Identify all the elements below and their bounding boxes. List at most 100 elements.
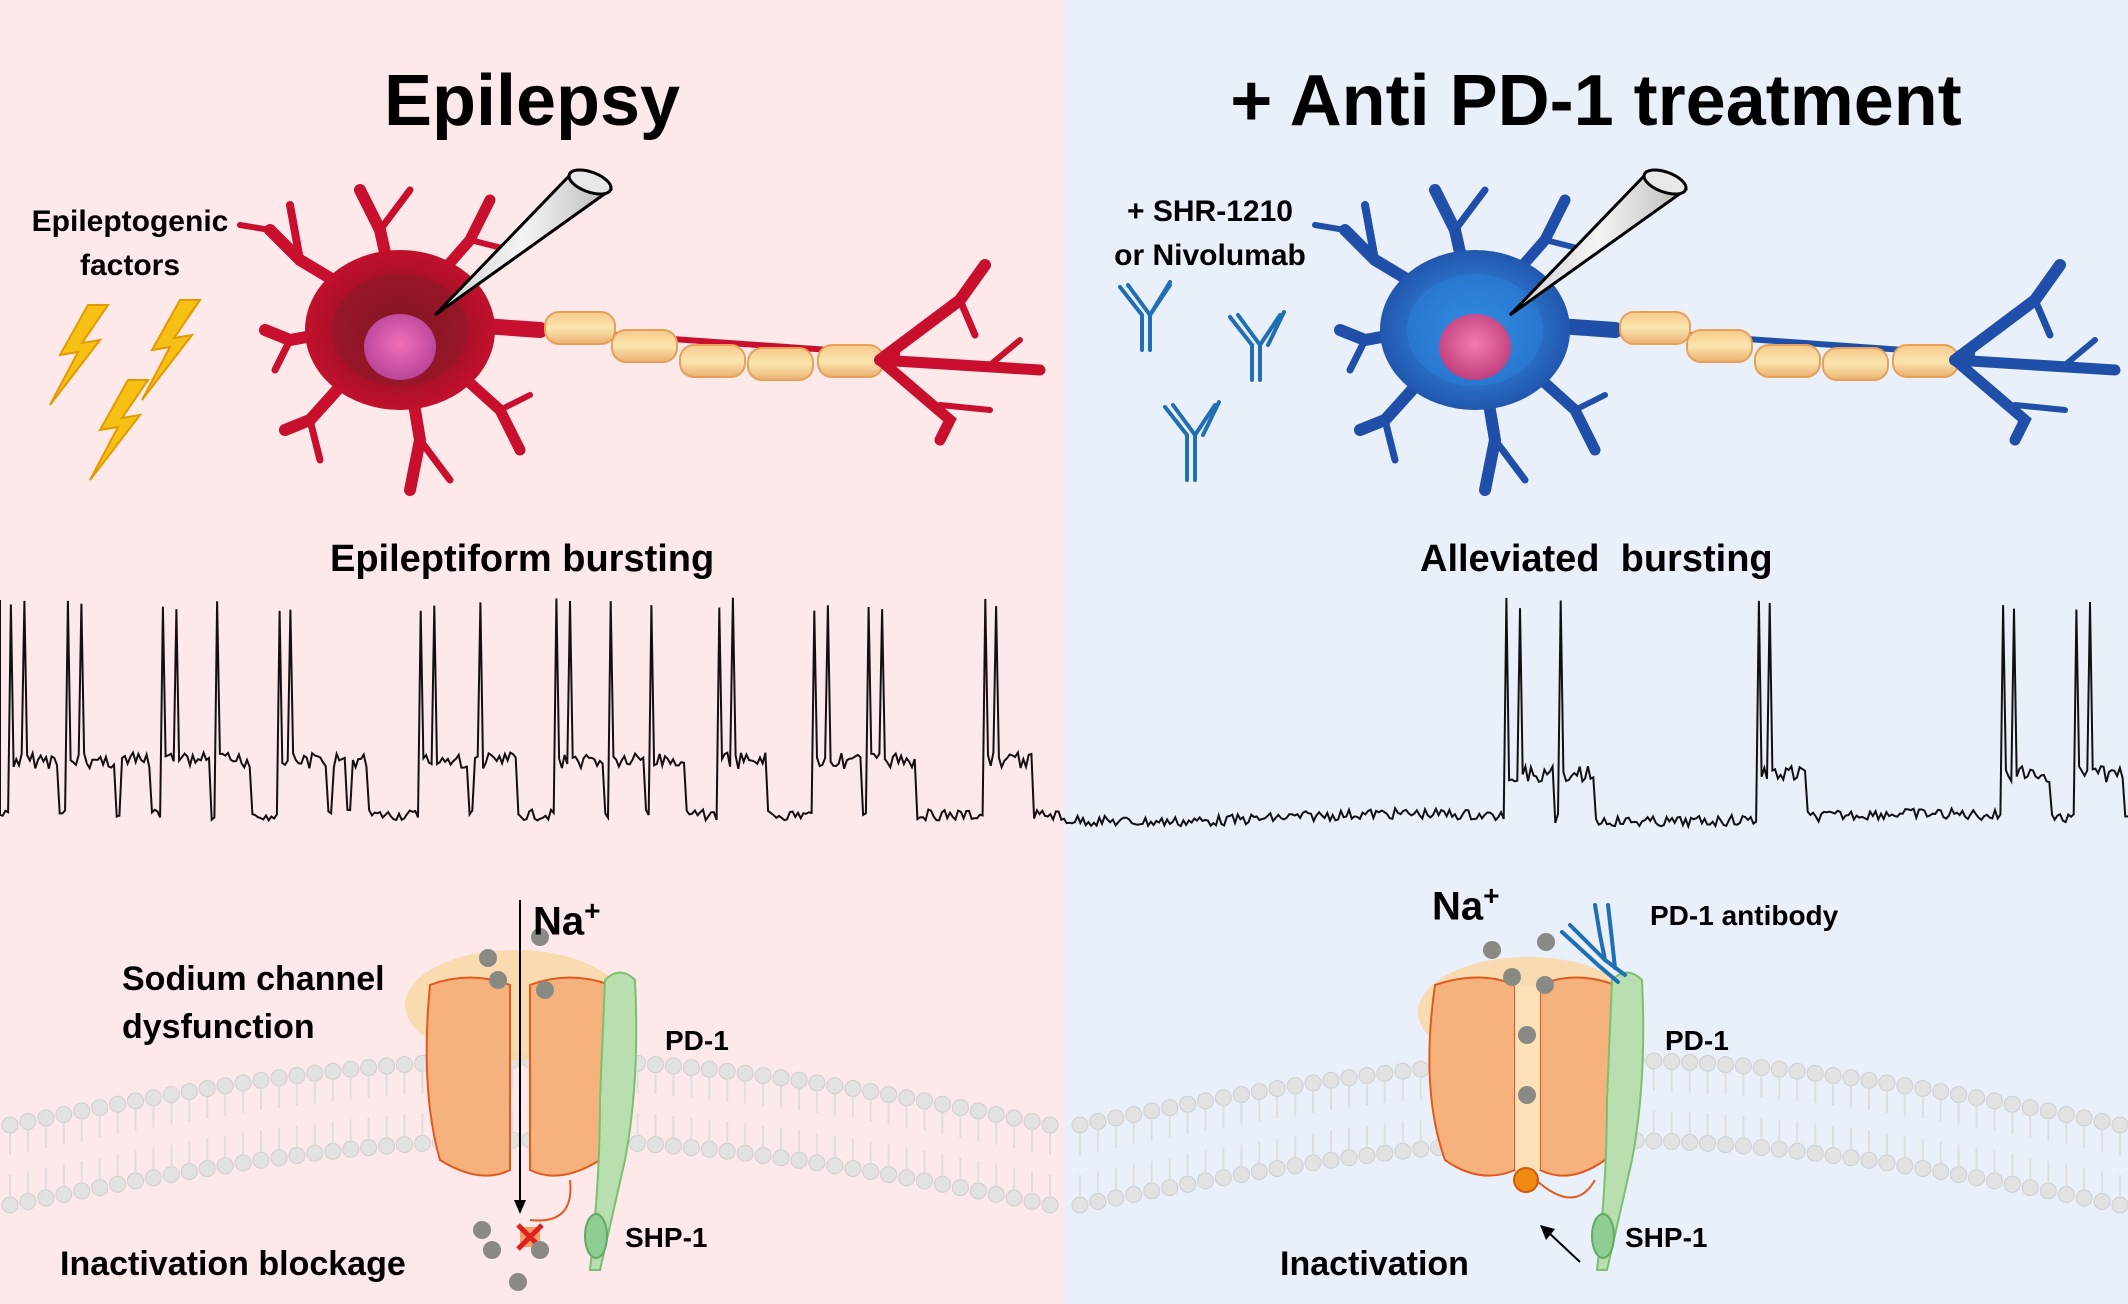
lipid-head — [2057, 1186, 2075, 1203]
lipid-head — [1041, 1116, 1059, 1134]
sodium-line-1: Sodium channel — [122, 960, 385, 998]
lipid-head — [1806, 1064, 1824, 1082]
lipid-head — [933, 1175, 951, 1193]
neuron-right-icon — [1312, 184, 2121, 496]
epileptogenic-factors-label: Epileptogenic factors — [20, 200, 240, 288]
lipid-head — [1860, 1151, 1878, 1169]
lipid-head — [413, 1134, 431, 1152]
lipid-head — [2021, 1099, 2039, 1117]
lipid-head — [180, 1083, 198, 1100]
lipid-head — [19, 1113, 37, 1130]
lipid-head — [1645, 1132, 1663, 1150]
lipid-head — [198, 1160, 216, 1177]
na-charge: + — [1483, 880, 1500, 911]
lipid-head — [162, 1166, 180, 1184]
lipid-head — [880, 1086, 898, 1104]
lipid-head — [880, 1166, 898, 1184]
lipid-head — [1143, 1182, 1161, 1200]
lipid-head — [969, 1182, 987, 1200]
lipid-head — [1932, 1163, 1950, 1180]
lipid-head — [1179, 1095, 1197, 1113]
alleviated-bursting-label: Alleviated bursting — [1420, 538, 1773, 580]
sodium-line-2: dysfunction — [122, 1008, 315, 1046]
shp1-arrow — [1547, 1231, 1581, 1263]
na-symbol: Na — [533, 899, 585, 944]
lipid-head — [1232, 1086, 1250, 1104]
factors-line-1: Epileptogenic — [31, 205, 229, 238]
lipid-head — [969, 1102, 987, 1120]
lipid-head — [216, 1077, 234, 1095]
pipette-left-icon — [433, 168, 614, 317]
lipid-head — [91, 1099, 109, 1117]
lipid-head — [252, 1151, 270, 1169]
lipid-head — [324, 1062, 342, 1080]
pipette-right-icon — [1508, 168, 1689, 317]
lipid-head — [1860, 1071, 1878, 1089]
treatment-title: + Anti PD-1 treatment — [1230, 61, 1962, 141]
lipid-head — [1699, 1054, 1717, 1072]
lipid-head — [844, 1080, 862, 1097]
pd1-antibody-icon — [1560, 903, 1627, 984]
sodium-ions-left — [473, 928, 554, 1291]
electrophysiology-trace — [0, 597, 2128, 830]
lipid-head — [1376, 1144, 1394, 1162]
sodium-channel-left-icon — [405, 950, 625, 1177]
lipid-head — [127, 1092, 144, 1110]
lipid-head — [1232, 1166, 1250, 1184]
lipid-head — [1023, 1193, 1041, 1210]
pd1-antibody-label: PD-1 antibody — [1650, 900, 1839, 931]
lipid-head — [1071, 1116, 1089, 1134]
lipid-head — [1023, 1113, 1041, 1130]
drug-line-2: or Nivolumab — [1114, 239, 1306, 272]
lipid-head — [1143, 1102, 1161, 1120]
lipid-head — [19, 1193, 37, 1210]
lipid-head — [1788, 1062, 1806, 1080]
lipid-head — [1824, 1067, 1842, 1084]
lipid-head — [1358, 1147, 1376, 1164]
lipid-head — [1896, 1157, 1914, 1175]
lipid-head — [1752, 1059, 1770, 1077]
lipid-head — [1681, 1133, 1699, 1151]
lipid-head — [73, 1182, 91, 1200]
lipid-head — [682, 1139, 700, 1157]
lipid-head — [73, 1102, 91, 1120]
lipid-head — [1752, 1139, 1770, 1157]
lipid-head — [1950, 1166, 1968, 1184]
sodium-ions-right — [1483, 933, 1555, 1104]
lipid-head — [360, 1139, 378, 1157]
lipid-head — [1268, 1160, 1286, 1177]
lipid-head — [2039, 1182, 2057, 1200]
lipid-head — [1376, 1064, 1394, 1082]
lipid-head — [1214, 1089, 1232, 1107]
lipid-head — [342, 1140, 360, 1158]
lipid-head — [1914, 1080, 1932, 1097]
lipid-head — [1914, 1160, 1932, 1177]
shp1-label-left: SHP-1 — [625, 1222, 708, 1253]
lipid-head — [1125, 1106, 1143, 1123]
lipid-head — [1878, 1074, 1896, 1092]
lipid-head — [1986, 1172, 2003, 1190]
sodium-channel-right-icon — [1418, 957, 1638, 1199]
lipid-head — [1734, 1057, 1752, 1075]
inactivation-label: Inactivation — [1280, 1245, 1469, 1283]
lipid-head — [127, 1172, 144, 1190]
lipid-head — [378, 1137, 396, 1155]
lipid-head — [1089, 1193, 1107, 1210]
lipid-head — [1950, 1086, 1968, 1104]
lipid-head — [1125, 1186, 1143, 1203]
lipid-head — [718, 1142, 736, 1160]
lipid-head — [1412, 1140, 1430, 1158]
factors-line-2: factors — [79, 249, 181, 282]
na-symbol: Na — [1432, 884, 1484, 929]
lipid-head — [682, 1059, 700, 1077]
lipid-head — [808, 1074, 826, 1092]
lipid-head — [396, 1056, 413, 1074]
lipid-head — [288, 1147, 306, 1164]
lipid-head — [736, 1144, 754, 1162]
lipid-head — [700, 1140, 718, 1158]
lipid-head — [772, 1149, 790, 1167]
lipid-head — [1770, 1140, 1788, 1158]
lipid-head — [1304, 1074, 1322, 1092]
lipid-head — [718, 1062, 736, 1080]
